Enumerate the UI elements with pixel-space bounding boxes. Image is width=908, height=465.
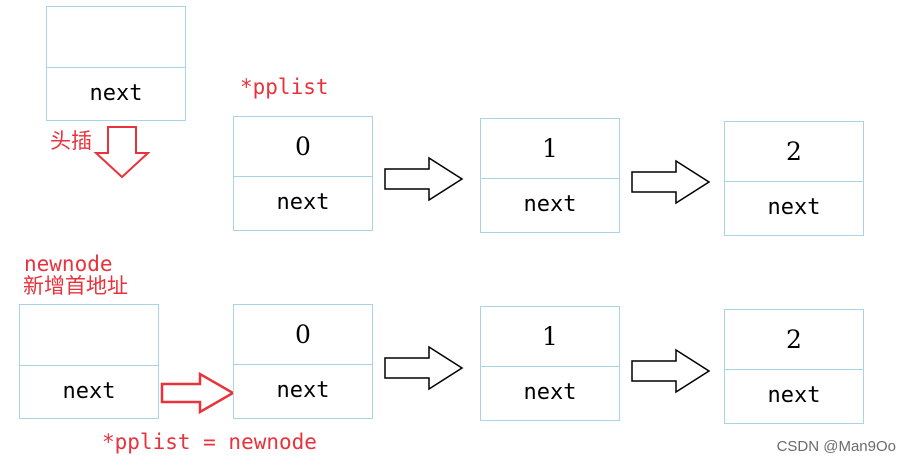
top-arrow-1-2-icon [631,159,711,205]
top-node-2: 2 next [724,121,864,236]
bottom-node-2-next: next [767,383,821,408]
bottom-node-1: 1 next [480,306,620,421]
top-node-1: 1 next [480,118,620,233]
bottom-node-1-next: next [523,380,577,405]
top-arrow-0-1-icon [384,156,464,202]
assignment-label: *pplist = newnode [102,430,317,454]
bottom-arrow-0-1-icon [384,345,464,391]
newnode-label: newnode [24,252,113,276]
new-node-top-data [47,7,185,68]
down-arrow-icon [93,126,151,179]
top-node-1-next: next [523,192,577,217]
new-node-top-next: next [89,80,143,106]
bottom-node-1-value: 1 [481,307,619,367]
bottom-node-0-value: 0 [234,305,372,365]
bottom-node-2: 2 next [724,309,864,424]
new-node-top: next [46,6,186,121]
bottom-node-2-value: 2 [725,310,863,370]
bottom-node-0-next: next [276,378,330,403]
watermark: CSDN @Man9Oo [776,438,896,455]
top-node-0-next: next [276,190,330,215]
new-node-bottom-data [20,305,158,366]
top-node-1-value: 1 [481,119,619,179]
bottom-node-0: 0 next [233,304,373,419]
top-node-0: 0 next [233,116,373,231]
newnode-desc-label: 新增首地址 [23,274,128,298]
top-node-2-value: 2 [725,122,863,182]
new-node-bottom: next [19,304,159,419]
new-node-bottom-next: next [62,378,116,404]
head-insert-label: 头插 [50,129,92,153]
bottom-arrow-1-2-icon [631,348,711,394]
pplist-label-top: *pplist [240,75,329,99]
red-right-arrow-icon [160,371,236,415]
top-node-2-next: next [767,195,821,220]
top-node-0-value: 0 [234,117,372,177]
